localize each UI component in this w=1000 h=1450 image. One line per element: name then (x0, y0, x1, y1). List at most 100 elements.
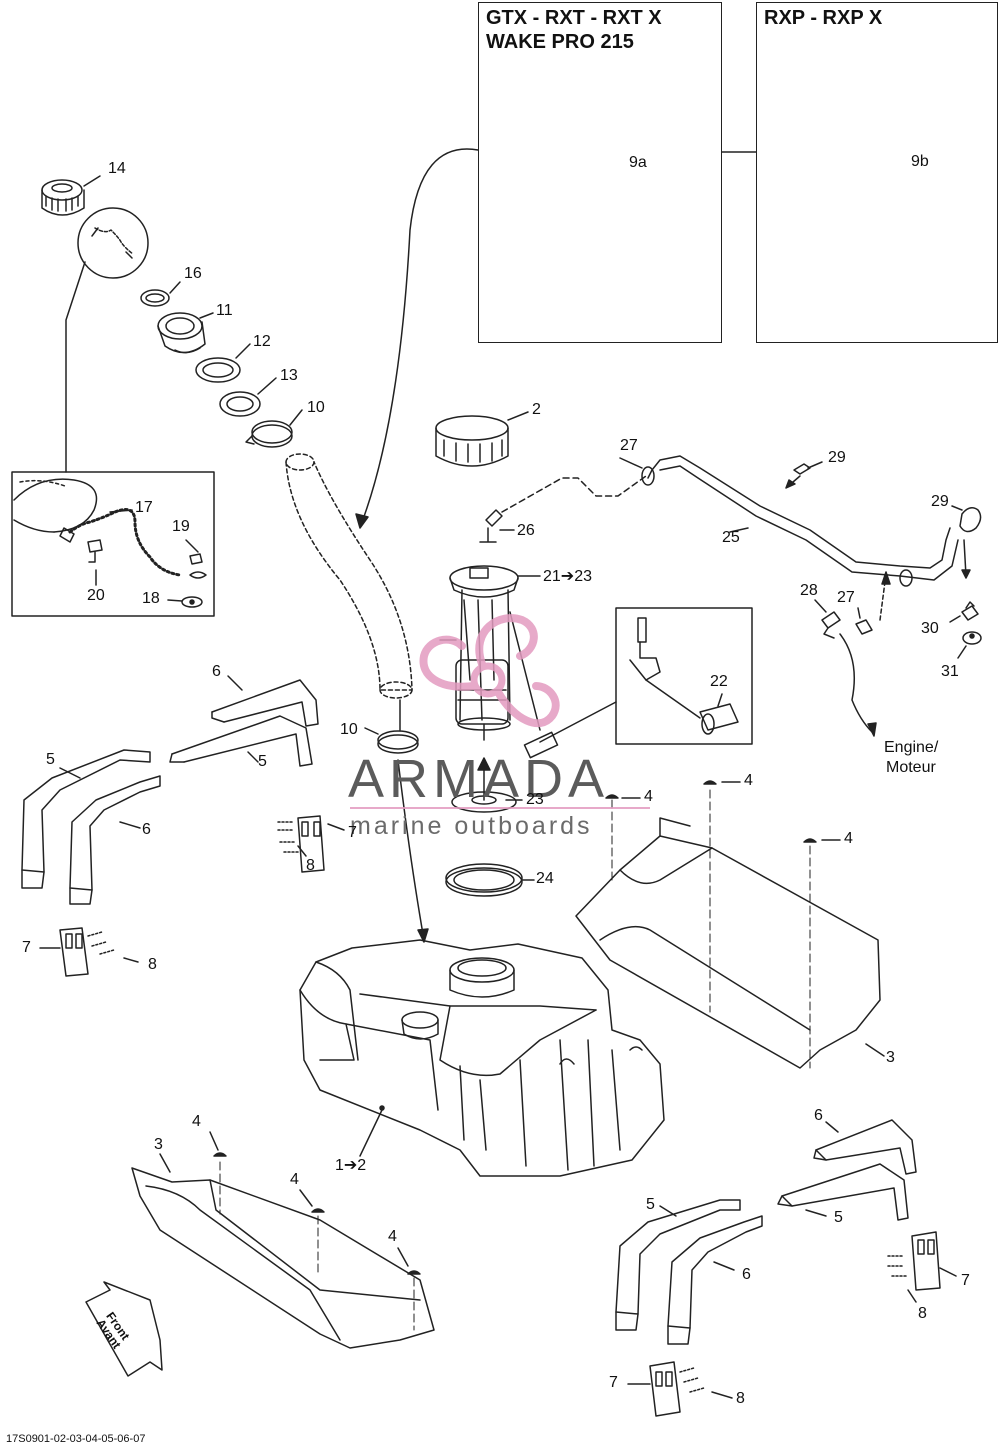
tether-inset-box (11, 471, 215, 617)
gtx-box-title-line1: GTX - RXT - RXT X (486, 7, 662, 29)
clamp-10-upper (245, 420, 293, 448)
bracket-7-left (59, 927, 115, 977)
rxp-model-box (756, 2, 998, 343)
callout-24: 24 (536, 870, 554, 887)
callout-5-lower-left: 5 (646, 1196, 655, 1213)
connector-28 (821, 611, 841, 639)
callout-8-left: 8 (148, 956, 157, 973)
callout-10-upper: 10 (307, 399, 325, 416)
callout-4-c: 4 (844, 830, 853, 847)
rxp-box-title: RXP - RXP X (764, 7, 883, 29)
callout-7-lower-left: 7 (609, 1374, 618, 1391)
callout-6-lower-right: 6 (814, 1107, 823, 1124)
callout-4-f: 4 (388, 1228, 397, 1245)
gtx-box-title-line2: WAKE PRO 215 (486, 31, 634, 53)
callout-5-upper: 5 (258, 753, 267, 770)
filler-hose-dashed (285, 453, 413, 699)
callout-27-left: 27 (620, 437, 638, 454)
callout-3-lower: 3 (154, 1136, 163, 1153)
callout-13: 13 (280, 367, 298, 384)
connector-30 (961, 605, 979, 621)
callout-3-upper: 3 (886, 1049, 895, 1066)
bracket-7-lower-right (887, 1231, 941, 1291)
engine-label-line2: Moteur (886, 759, 936, 776)
gasket-16 (140, 289, 170, 307)
fuel-tank-1 (299, 939, 665, 1177)
callout-4-d: 4 (192, 1113, 201, 1130)
front-arrow-shape (85, 1281, 163, 1377)
callout-20: 20 (87, 587, 105, 604)
callout-1-to-2: 1➔2 (335, 1157, 367, 1174)
callout-12: 12 (253, 333, 271, 350)
fuel-cap-part (41, 175, 101, 216)
callout-2: 2 (532, 401, 541, 418)
callout-8-upper: 8 (306, 857, 315, 874)
callout-29-upper: 29 (828, 449, 846, 466)
callout-18: 18 (142, 590, 160, 607)
clip-29b (959, 507, 982, 533)
ring-13 (219, 391, 261, 417)
lock-ring-2 (435, 415, 509, 467)
callout-7-lower-right: 7 (961, 1272, 970, 1289)
callout-6-left: 6 (142, 821, 151, 838)
callout-27-right: 27 (837, 589, 855, 606)
callout-5-left: 5 (46, 751, 55, 768)
fuel-pump-21 (439, 565, 559, 759)
armada-logo-mark (350, 614, 650, 809)
callout-31: 31 (941, 663, 959, 680)
callout-23: 23 (526, 791, 544, 808)
callout-11: 11 (216, 302, 233, 319)
watermark-brand: ARMADA (348, 749, 610, 809)
heat-shield-3-upper (575, 817, 881, 1069)
callout-4-b: 4 (644, 788, 653, 805)
callout-6-upper: 6 (212, 663, 221, 680)
bracket-7-lower-left (649, 1361, 705, 1417)
callout-10-lower: 10 (340, 721, 358, 738)
strap-5-left (21, 749, 151, 889)
callout-21-to-23: 21➔23 (543, 568, 592, 585)
strap-6-lower-right (813, 1119, 917, 1175)
callout-29-right: 29 (931, 493, 949, 510)
fuel-line-25 (641, 455, 959, 587)
callout-16: 16 (184, 265, 202, 282)
cap-detail-circle (77, 207, 149, 279)
seal-24 (445, 863, 523, 897)
strap-6-lower-left (667, 1215, 763, 1345)
callout-4-e: 4 (290, 1171, 299, 1188)
callout-22: 22 (710, 673, 728, 690)
callout-4-a: 4 (744, 772, 753, 789)
filler-neck-11 (157, 312, 206, 354)
callout-28: 28 (800, 582, 818, 599)
washer-31 (962, 631, 982, 645)
gasket-12 (195, 357, 241, 383)
level-sensor-inset (615, 607, 753, 745)
gasket-23 (451, 791, 517, 813)
gtx-model-box (478, 2, 722, 343)
callout-7-left: 7 (22, 939, 31, 956)
callout-30: 30 (921, 620, 939, 637)
callout-25: 25 (722, 529, 740, 546)
callout-8-lower-right: 8 (918, 1305, 927, 1322)
strap-5-upper (169, 715, 313, 767)
fitting-27 (855, 619, 873, 635)
drawing-code: 17S0901-02-03-04-05-06-07 (6, 1433, 146, 1445)
callout-8-lower-left: 8 (736, 1390, 745, 1407)
callout-5-lower-right: 5 (834, 1209, 843, 1226)
callout-19: 19 (172, 518, 190, 535)
callout-7-upper: 7 (348, 824, 357, 841)
strap-6-left (69, 775, 161, 905)
bracket-7-upper (277, 815, 325, 873)
callout-17: 17 (135, 499, 153, 516)
strap-5-lower-left (615, 1199, 741, 1331)
strap-6-upper (211, 679, 319, 727)
strap-5-lower-right (777, 1163, 909, 1221)
clamp-10-lower (377, 730, 419, 754)
clip-29a (793, 463, 811, 475)
callout-9b: 9b (911, 153, 929, 170)
callout-6-lower-left: 6 (742, 1266, 751, 1283)
heat-shield-3-lower (131, 1167, 435, 1349)
watermark-tagline: marine outboards (350, 812, 593, 840)
callout-26: 26 (517, 522, 535, 539)
engine-label-line1: Engine/ (884, 739, 939, 756)
